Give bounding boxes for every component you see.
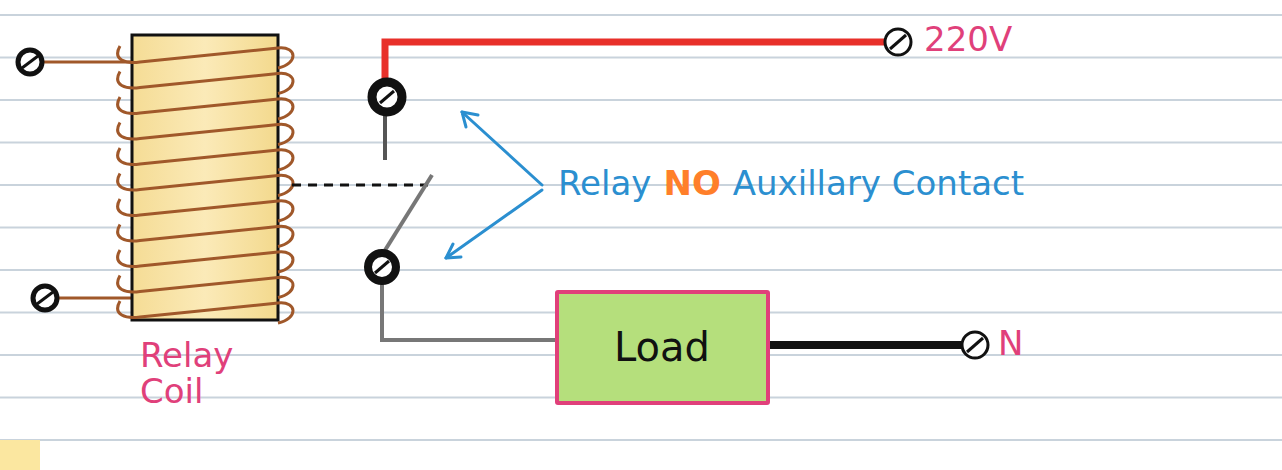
coil-lead	[42, 61, 132, 64]
coil-terminal	[33, 286, 57, 310]
coil-turn	[118, 199, 293, 221]
terminal-screw	[375, 261, 389, 273]
coil-terminal	[18, 50, 42, 74]
terminal-screw	[37, 292, 53, 304]
load-label: Load	[614, 324, 710, 370]
coil-lead	[57, 297, 132, 300]
contact-terminal	[368, 253, 396, 281]
coil-turn	[118, 276, 293, 298]
live-wire	[385, 42, 884, 90]
coil-turn	[118, 72, 293, 94]
highlight-smudge	[0, 440, 40, 470]
ruled-line	[0, 439, 1282, 441]
coil-turn	[118, 225, 293, 247]
neutral-terminal	[962, 332, 988, 358]
contact-label: Auxillary Contact	[733, 166, 1024, 202]
voltage-label: 220V	[924, 22, 1012, 58]
coil-turn	[118, 46, 293, 68]
terminal-screw	[967, 338, 983, 352]
load-wire	[382, 280, 560, 340]
notebook-lines	[0, 15, 1282, 440]
coil-turn	[118, 97, 293, 119]
terminal-screw	[380, 91, 394, 103]
contact-blade	[382, 175, 432, 255]
coil-turn	[118, 301, 293, 323]
ruled-line	[0, 14, 1282, 16]
contact-type-label: NO	[663, 166, 720, 202]
mechanical-linkage	[292, 184, 428, 187]
coil-turn	[118, 148, 293, 170]
coil-windings	[118, 46, 293, 323]
coil-turn	[118, 123, 293, 145]
neutral-label: N	[998, 326, 1023, 362]
coil-label: Relay Coil	[140, 338, 270, 409]
contact-stub	[383, 110, 387, 160]
supply-terminal	[885, 29, 911, 55]
terminal-screw	[890, 35, 906, 49]
neutral-wire	[768, 341, 962, 349]
coil-turn	[118, 174, 293, 196]
terminal-screw	[22, 56, 38, 68]
callout-arrows	[446, 112, 542, 258]
coil-turn	[118, 250, 293, 272]
contact-label: Relay	[558, 166, 651, 202]
load-box: Load	[555, 290, 770, 405]
contact-terminal	[372, 82, 402, 112]
